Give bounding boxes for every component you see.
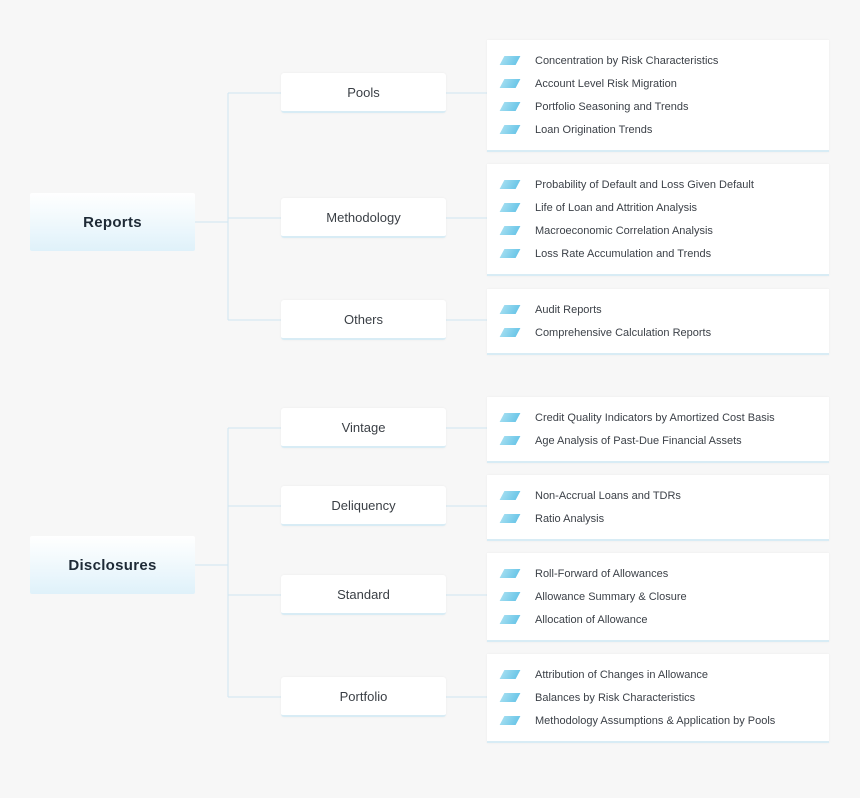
list-item-label: Age Analysis of Past-Due Financial Asset… [535,434,742,447]
list-item-label: Methodology Assumptions & Application by… [535,714,776,727]
bullet-tag-icon [499,56,521,65]
list-item: Comprehensive Calculation Reports [487,321,829,344]
bullet-tag-icon [499,491,521,500]
list-item: Attribution of Changes in Allowance [487,663,829,686]
list-item-label: Balances by Risk Characteristics [535,691,696,704]
list-item: Roll-Forward of Allowances [487,562,829,585]
list-item-label: Portfolio Seasoning and Trends [535,100,689,113]
list-item-label: Life of Loan and Attrition Analysis [535,201,698,214]
list-item-label: Probability of Default and Loss Given De… [535,178,754,191]
list-item: Concentration by Risk Characteristics [487,49,829,72]
list-item: Portfolio Seasoning and Trends [487,95,829,118]
list-item: Account Level Risk Migration [487,72,829,95]
item-list-vintage: Credit Quality Indicators by Amortized C… [487,397,829,463]
list-item-label: Loan Origination Trends [535,123,653,136]
list-item: Balances by Risk Characteristics [487,686,829,709]
list-item: Allowance Summary & Closure [487,585,829,608]
item-list-methodology: Probability of Default and Loss Given De… [487,164,829,276]
list-item: Loss Rate Accumulation and Trends [487,242,829,265]
bullet-tag-icon [499,716,521,725]
bullet-tag-icon [499,226,521,235]
category-node-others: Others [281,300,446,340]
list-item: Audit Reports [487,298,829,321]
list-item-label: Concentration by Risk Characteristics [535,54,719,67]
bullet-tag-icon [499,514,521,523]
bullet-tag-icon [499,203,521,212]
list-item-label: Attribution of Changes in Allowance [535,668,709,681]
list-item: Non-Accrual Loans and TDRs [487,484,829,507]
bullet-tag-icon [499,79,521,88]
list-item: Ratio Analysis [487,507,829,530]
list-item-label: Allowance Summary & Closure [535,590,687,603]
list-item: Macroeconomic Correlation Analysis [487,219,829,242]
list-item-label: Allocation of Allowance [535,613,648,626]
list-item-label: Ratio Analysis [535,512,605,525]
list-item-label: Comprehensive Calculation Reports [535,326,712,339]
category-node-deliquency: Deliquency [281,486,446,526]
list-item-label: Credit Quality Indicators by Amortized C… [535,411,775,424]
bullet-tag-icon [499,592,521,601]
bullet-tag-icon [499,180,521,189]
list-item: Probability of Default and Loss Given De… [487,173,829,196]
bullet-tag-icon [499,615,521,624]
bullet-tag-icon [499,569,521,578]
list-item-label: Roll-Forward of Allowances [535,567,669,580]
category-node-portfolio: Portfolio [281,677,446,717]
category-node-pools: Pools [281,73,446,113]
bullet-tag-icon [499,413,521,422]
bullet-tag-icon [499,305,521,314]
list-item: Age Analysis of Past-Due Financial Asset… [487,429,829,452]
bullet-tag-icon [499,693,521,702]
category-node-methodology: Methodology [281,198,446,238]
list-item: Credit Quality Indicators by Amortized C… [487,406,829,429]
bullet-tag-icon [499,102,521,111]
list-item: Life of Loan and Attrition Analysis [487,196,829,219]
list-item-label: Loss Rate Accumulation and Trends [535,247,712,260]
list-item: Methodology Assumptions & Application by… [487,709,829,732]
list-item-label: Audit Reports [535,303,602,316]
root-node-disclosures: Disclosures [30,536,195,594]
bullet-tag-icon [499,125,521,134]
bullet-tag-icon [499,670,521,679]
list-item-label: Non-Accrual Loans and TDRs [535,489,681,502]
list-item-label: Macroeconomic Correlation Analysis [535,224,713,237]
bullet-tag-icon [499,249,521,258]
list-item-label: Account Level Risk Migration [535,77,677,90]
list-item: Loan Origination Trends [487,118,829,141]
list-item: Allocation of Allowance [487,608,829,631]
root-node-reports: Reports [30,193,195,251]
bullet-tag-icon [499,328,521,337]
category-node-vintage: Vintage [281,408,446,448]
category-node-standard: Standard [281,575,446,615]
bullet-tag-icon [499,436,521,445]
